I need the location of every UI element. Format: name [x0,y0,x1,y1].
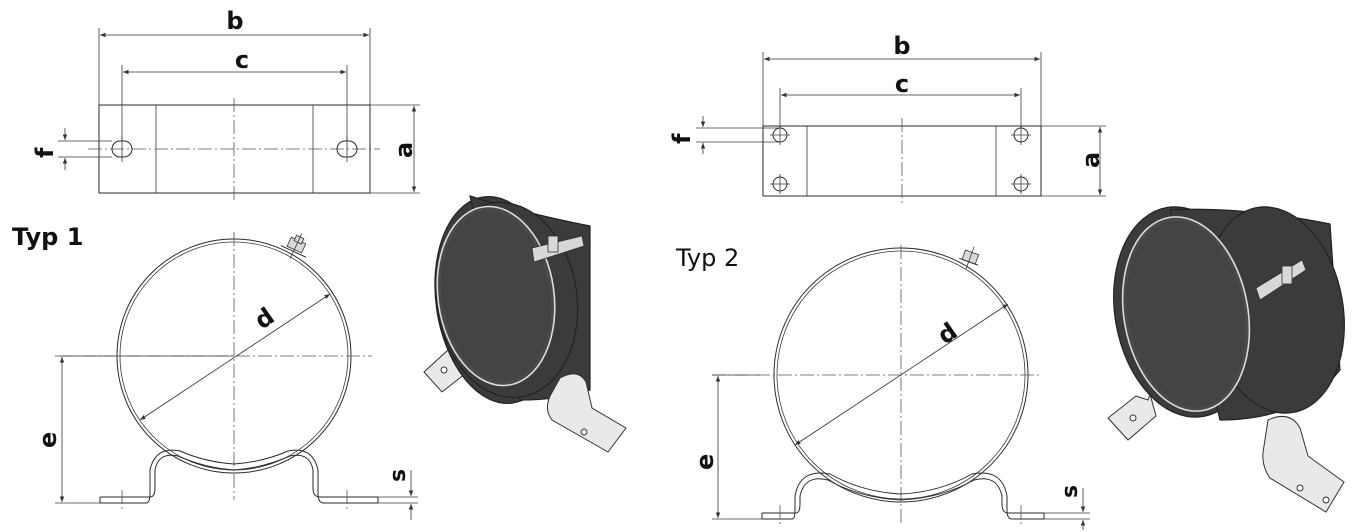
typ1-label-b: b [226,7,243,35]
typ1-top-view [58,28,420,200]
typ2-top-view [696,52,1106,204]
typ2-label-c: c [895,70,909,98]
typ1-label-s: s [386,469,411,482]
typ1-label-c: c [235,46,249,74]
typ1-label-a: a [390,142,418,158]
typ2-label-e: e [691,454,719,470]
typ2-label-s: s [1058,485,1083,498]
typ2-label-b: b [893,32,910,60]
typ2-title: Typ 2 [675,244,739,272]
typ1-label-e: e [34,432,62,448]
pipe-clamp-3d-render [1107,206,1345,513]
typ2-label-a: a [1077,152,1105,168]
typ2-label-f: f [668,133,696,144]
typ1-label-f: f [31,147,59,158]
typ2-label-d: d [932,317,962,350]
bolt-icon [959,246,980,270]
typ1-title: Typ 1 [12,223,83,251]
pipe-clamp-3d-render [423,195,627,453]
bolt-icon [280,233,307,259]
typ2-front-view [712,245,1090,530]
typ1-front-view [55,232,418,520]
